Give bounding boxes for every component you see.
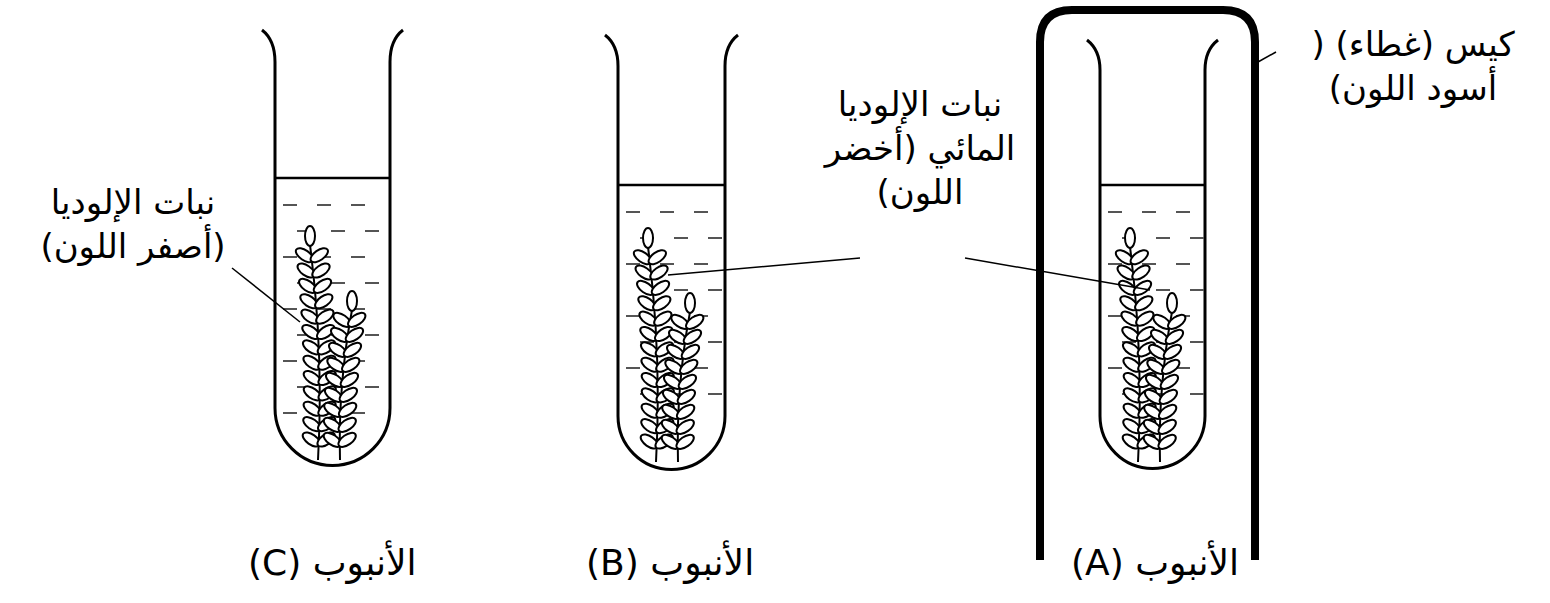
black-bag: [1040, 10, 1255, 560]
bag-label: كيس (غطاء) ( أسود اللون): [1282, 22, 1544, 110]
tube-caption: الأنبوب (B): [586, 540, 754, 587]
elodea-plants: [293, 226, 1187, 462]
test-tubes: [262, 30, 1218, 469]
tube-caption: الأنبوب (C): [248, 540, 417, 587]
leader-lines: [232, 52, 1276, 322]
water-dashes: [283, 205, 1204, 413]
plant-label: نبات الإلوديا المائي (أخضر اللون): [790, 82, 1050, 215]
tube-caption: الأنبوب (A): [1071, 540, 1239, 587]
plant-label: نبات الإلوديا (أصفر اللون): [8, 180, 258, 268]
water-surface: [275, 178, 1205, 185]
